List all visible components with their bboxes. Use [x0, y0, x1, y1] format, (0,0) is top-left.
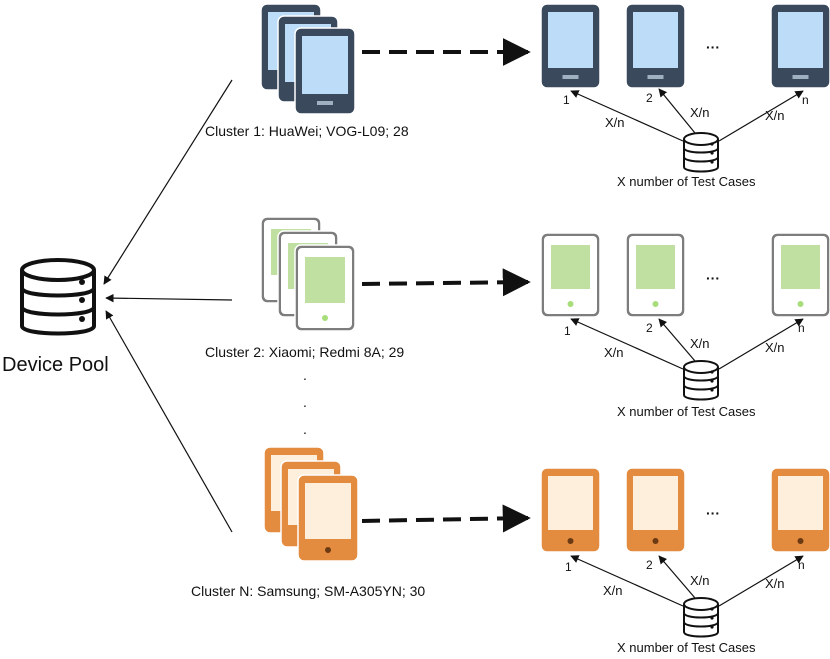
row-2-device-3-icon	[770, 232, 830, 318]
row-1-fanout-arrow-3	[718, 90, 804, 142]
row-1-device-3-icon	[770, 3, 830, 89]
row-3-fanout-arrow-2	[658, 555, 696, 599]
device-pool-label: Device Pool	[2, 354, 109, 376]
row-2-device-2-icon	[625, 232, 686, 318]
cluster-3-stack-tablet-3-icon	[297, 474, 359, 562]
row-2-fanout-arrow-3	[718, 318, 804, 370]
row-2-fanout-arrow-2	[658, 318, 696, 362]
cluster-ellipsis-dot-3: .	[303, 421, 307, 437]
row-3-device-2-icon	[625, 467, 686, 553]
row-3-test-cases-database-icon	[683, 597, 719, 638]
row-1-share-1: X/n	[605, 115, 625, 130]
row-3-share-n: X/n	[765, 576, 785, 591]
row-3-share-2: X/n	[690, 573, 710, 588]
row-1-share-2: X/n	[690, 105, 710, 120]
row-1-test-cases-database-icon	[683, 132, 719, 173]
row-1-device-1-icon	[540, 3, 601, 89]
cluster-1-label: Cluster 1: HuaWei; VOG-L09; 28	[205, 123, 409, 139]
row-3-fanout-arrow-3	[718, 555, 804, 607]
row-3-device-1-icon	[540, 467, 601, 553]
row-3-fanout-arrow-1	[570, 555, 684, 607]
cluster-n-label: Cluster N: Samsung; SM-A305YN; 30	[191, 583, 425, 599]
row-3-device-3-icon	[770, 467, 830, 553]
row-2-index-1: 1	[564, 324, 571, 338]
row-3-index-2: 2	[646, 558, 653, 572]
row-1-share-n: X/n	[765, 108, 785, 123]
row-1-device-2-icon	[625, 3, 686, 89]
cluster-n-dashed-arrow	[361, 504, 531, 533]
row-3-index-1: 1	[565, 560, 572, 574]
row-3-share-1: X/n	[603, 583, 623, 598]
cluster-ellipsis-dot-2: .	[303, 394, 307, 410]
row-2-fanout-arrow-1	[570, 318, 684, 370]
row-2-test-cases-database-icon	[683, 360, 719, 401]
row-2-index-n: n	[798, 321, 805, 335]
cluster-2-to-pool-arrow	[105, 293, 233, 303]
row-2-test-cases-label: X number of Test Cases	[617, 404, 756, 419]
row-2-share-n: X/n	[765, 340, 785, 355]
cluster-1-stack-tablet-3-icon	[294, 27, 356, 115]
row-2-device-1-icon	[540, 232, 601, 318]
cluster-n-to-pool-arrow	[105, 310, 233, 533]
cluster-ellipsis-dot-1: .	[303, 367, 307, 383]
device-row-3-ellipsis: ···	[706, 505, 720, 521]
device-row-2-ellipsis: ···	[706, 270, 720, 286]
device-row-1-ellipsis: ···	[706, 39, 720, 55]
row-1-fanout-arrow-2	[658, 88, 696, 134]
row-2-share-1: X/n	[604, 345, 624, 360]
cluster-2-dashed-arrow	[361, 268, 531, 297]
row-3-test-cases-label: X number of Test Cases	[617, 640, 756, 655]
row-1-index-1: 1	[563, 93, 570, 107]
cluster-2-label: Cluster 2: Xiaomi; Redmi 8A; 29	[205, 344, 404, 360]
cluster-2-stack-tablet-3-icon	[294, 244, 356, 332]
row-2-share-2: X/n	[690, 336, 710, 351]
row-3-index-n: n	[798, 558, 805, 572]
row-2-index-2: 2	[646, 321, 653, 335]
row-1-index-2: 2	[646, 91, 653, 105]
cluster-1-to-pool-arrow	[103, 79, 233, 285]
row-1-index-n: n	[802, 93, 809, 107]
device-pool-database-icon	[20, 258, 96, 336]
row-1-fanout-arrow-1	[570, 90, 684, 142]
row-1-test-cases-label: X number of Test Cases	[617, 174, 756, 189]
